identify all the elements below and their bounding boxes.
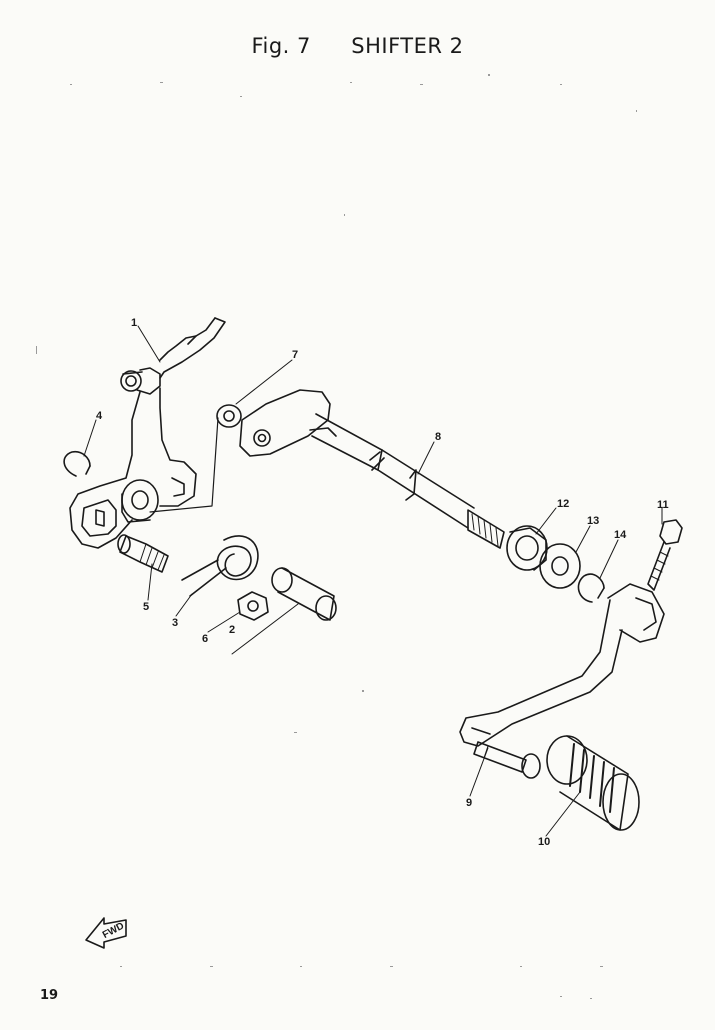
callout-1: 1 [131,317,137,329]
fwd-arrow-outline [85,917,127,949]
shift-shaft-part-8 [239,389,505,549]
callout-11: 11 [657,499,669,511]
callout-2: 2 [229,624,235,636]
nut-part-6 [237,591,269,621]
figure-title: Fig. 7 SHIFTER 2 [0,34,715,58]
washer-part-13 [539,543,581,589]
callout-7: 7 [292,349,298,361]
oil-seal-part-12 [506,525,548,571]
callout-numbers: 1 2 3 4 5 6 7 8 9 10 11 12 13 14 [96,317,669,848]
callout-14: 14 [614,529,627,541]
callout-leaders [83,325,663,837]
bolt-part-5 [117,534,169,573]
figure-name: SHIFTER 2 [351,34,464,58]
callout-12: 12 [557,498,569,510]
circlip-part-4 [63,450,91,477]
callout-5: 5 [143,601,149,613]
callout-8: 8 [435,431,441,443]
callout-13: 13 [587,515,599,527]
callout-3: 3 [172,617,178,629]
spring-part-3 [181,535,259,597]
circlip-part-14 [577,573,605,603]
callout-10: 10 [538,836,550,848]
washer-part-7 [216,404,242,428]
shift-pedal-arm [459,583,665,747]
callout-4: 4 [96,410,103,422]
collar-part-2 [271,567,337,621]
bolt-part-11 [647,519,683,591]
callout-6: 6 [202,633,208,645]
figure-number: Fig. 7 [251,34,311,58]
foot-rubber-part-10 [546,735,640,831]
shift-arm-part-1 [69,317,226,549]
page-number: 19 [40,988,59,1003]
scan-specks [36,74,637,999]
callout-9: 9 [466,797,472,809]
